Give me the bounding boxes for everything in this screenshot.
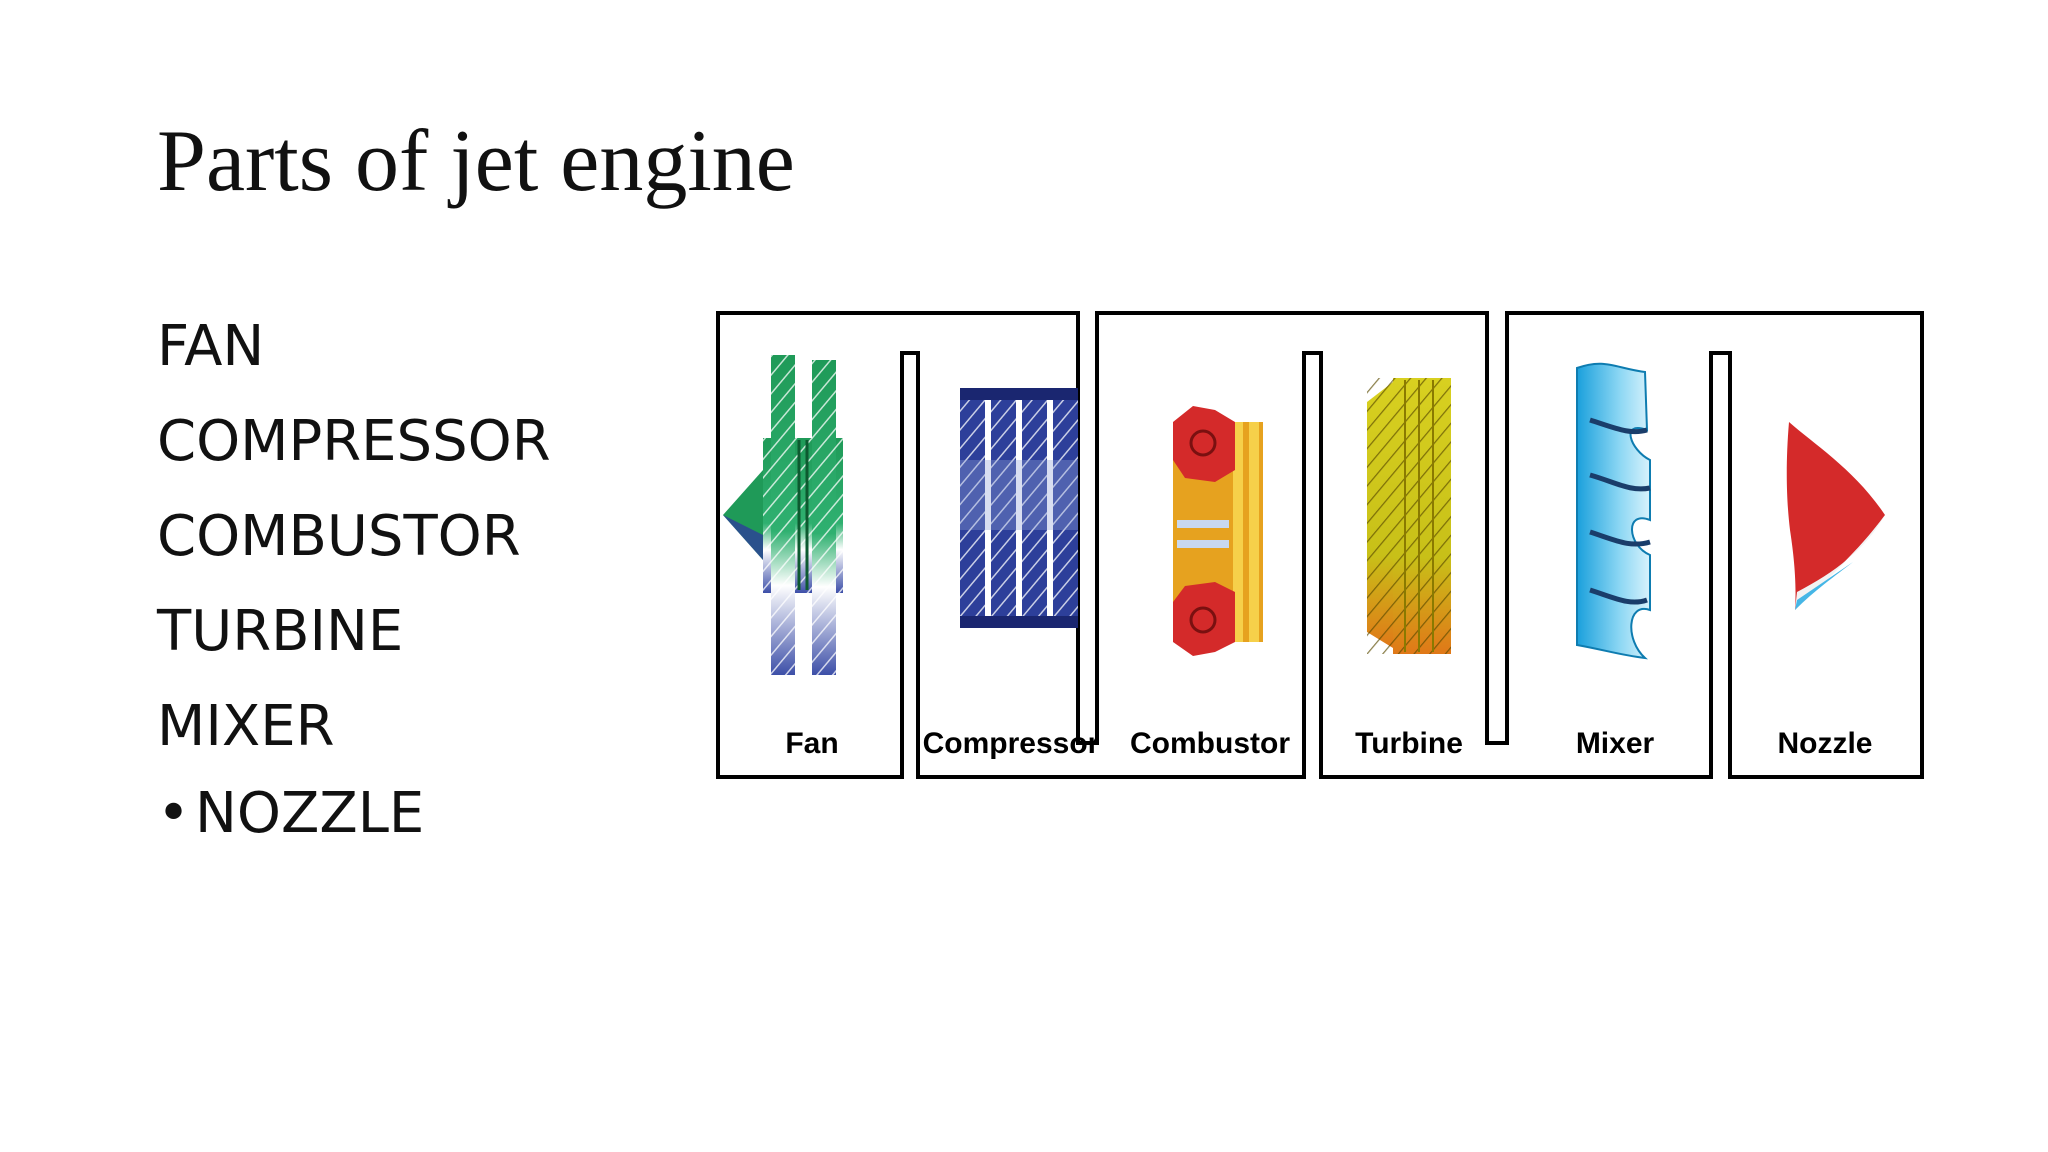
combustor-label: Combustor	[1130, 727, 1290, 760]
list-item: TURBINE	[157, 599, 404, 664]
slide-title: Parts of jet engine	[157, 113, 795, 210]
parts-list: FAN COMPRESSOR COMBUSTOR TURBINE MIXER •…	[157, 313, 551, 847]
compressor-icon	[960, 388, 1078, 628]
fan-icon	[723, 355, 843, 675]
list-item-label: NOZZLE	[195, 781, 425, 846]
turbine-label: Turbine	[1355, 727, 1463, 760]
list-item: MIXER	[157, 694, 335, 759]
mixer-label: Mixer	[1576, 727, 1655, 760]
bulleted-list-item: •NOZZLE	[157, 780, 551, 847]
jet-engine-parts-diagram: Fan Compressor Combustor	[715, 310, 1925, 790]
list-item: COMPRESSOR	[157, 409, 551, 474]
turbine-icon	[1367, 378, 1451, 654]
combustor-icon	[1173, 406, 1263, 656]
diagram-outline	[716, 311, 1924, 779]
nozzle-icon	[1786, 422, 1885, 610]
mixer-icon	[1576, 362, 1651, 660]
list-item: FAN	[157, 314, 265, 379]
list-item: COMBUSTOR	[157, 504, 521, 569]
fan-label: Fan	[785, 727, 838, 760]
compressor-label: Compressor	[923, 727, 1100, 760]
bullet-icon: •	[157, 781, 191, 846]
nozzle-label: Nozzle	[1777, 727, 1872, 760]
